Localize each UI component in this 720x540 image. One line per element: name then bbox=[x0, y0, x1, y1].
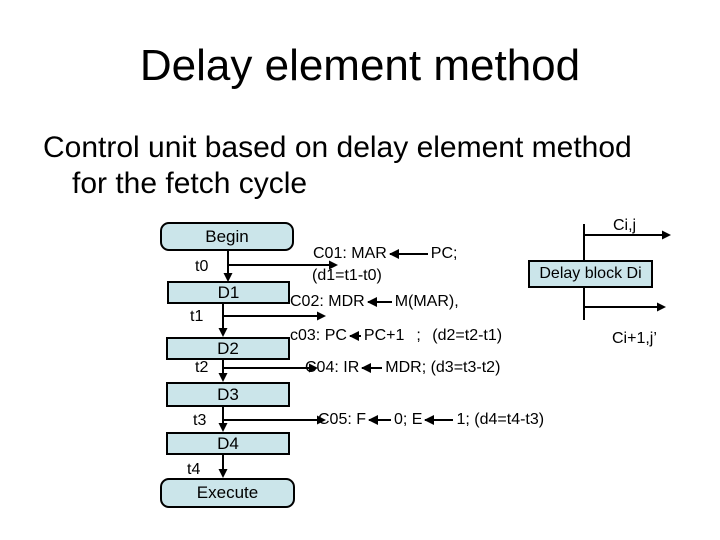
delay-block-di-label: Delay block Di bbox=[539, 265, 642, 282]
time-label-t1: t1 bbox=[190, 308, 204, 325]
annotation-c05-lhs: C05: F bbox=[318, 411, 367, 428]
annotation-c03: c03: PC PC+1 ; (d2=t2-t1) bbox=[290, 327, 502, 345]
annotation-c03-rhs: PC+1 bbox=[363, 327, 405, 344]
annotation-c01-rhs: PC; bbox=[430, 245, 458, 262]
delay-box-d4-label: D4 bbox=[217, 433, 239, 453]
annotation-c05-rhs: 1; (d4=t4-t3) bbox=[456, 411, 545, 428]
delay-box-d3-label: D3 bbox=[217, 384, 239, 404]
delay-box-d3: D3 bbox=[166, 382, 290, 407]
subtitle-line-1: Control unit based on delay element meth… bbox=[43, 131, 632, 164]
delay-box-d1-label: D1 bbox=[217, 282, 240, 302]
execute-box: Execute bbox=[160, 478, 295, 508]
annotation-d1-note-text: (d1=t1-t0) bbox=[312, 267, 382, 284]
annotation-c04: C04: IR MDR; (d3=t3-t2) bbox=[305, 359, 500, 377]
annotation-c02-rhs: M(MAR), bbox=[394, 293, 459, 310]
annotation-c01-lhs: C01: MAR bbox=[313, 245, 387, 262]
slide-subtitle: Control unit based on delay element meth… bbox=[43, 130, 703, 202]
annotation-c03-tail: ; (d2=t2-t1) bbox=[416, 327, 503, 344]
annotation-c05-mid: 0; E bbox=[394, 411, 423, 428]
time-label-t0: t0 bbox=[195, 258, 209, 275]
annotation-d1-note: (d1=t1-t0) bbox=[312, 267, 382, 285]
annotation-c01: C01: MAR PC; bbox=[313, 245, 457, 263]
annotation-c04-rhs: MDR; (d3=t3-t2) bbox=[385, 359, 501, 376]
delay-box-d2-label: D2 bbox=[217, 338, 239, 358]
begin-box: Begin bbox=[160, 222, 294, 251]
annotation-c05: C05: F 0; E 1; (d4=t4-t3) bbox=[318, 411, 544, 429]
left-arrow-icon bbox=[366, 297, 392, 307]
delay-box-d2: D2 bbox=[166, 337, 290, 360]
left-arrow-icon bbox=[424, 415, 454, 425]
subtitle-line-2: for the fetch cycle bbox=[72, 167, 308, 200]
time-label-t2: t2 bbox=[195, 359, 209, 376]
annotation-c04-lhs: C04: IR bbox=[305, 359, 360, 376]
time-label-t4: t4 bbox=[187, 461, 201, 478]
annotation-c03-lhs: c03: PC bbox=[290, 327, 347, 344]
left-arrow-icon bbox=[388, 249, 428, 259]
delay-block-di-box: Delay block Di bbox=[528, 260, 653, 288]
delay-block-input-label: Ci,j bbox=[613, 217, 637, 234]
left-arrow-icon bbox=[368, 415, 392, 425]
annotation-c02-lhs: C02: MDR bbox=[290, 293, 365, 310]
left-arrow-icon bbox=[348, 331, 361, 341]
begin-box-label: Begin bbox=[205, 226, 249, 246]
time-label-t3: t3 bbox=[193, 412, 207, 429]
delay-block-output-label: Ci+1,j’ bbox=[612, 330, 657, 347]
left-arrow-icon bbox=[361, 363, 383, 373]
slide-title: Delay element method bbox=[139, 41, 581, 90]
execute-box-label: Execute bbox=[196, 483, 259, 502]
annotation-c02: C02: MDR M(MAR), bbox=[290, 293, 459, 311]
delay-box-d4: D4 bbox=[166, 432, 290, 455]
delay-box-d1: D1 bbox=[167, 281, 290, 304]
